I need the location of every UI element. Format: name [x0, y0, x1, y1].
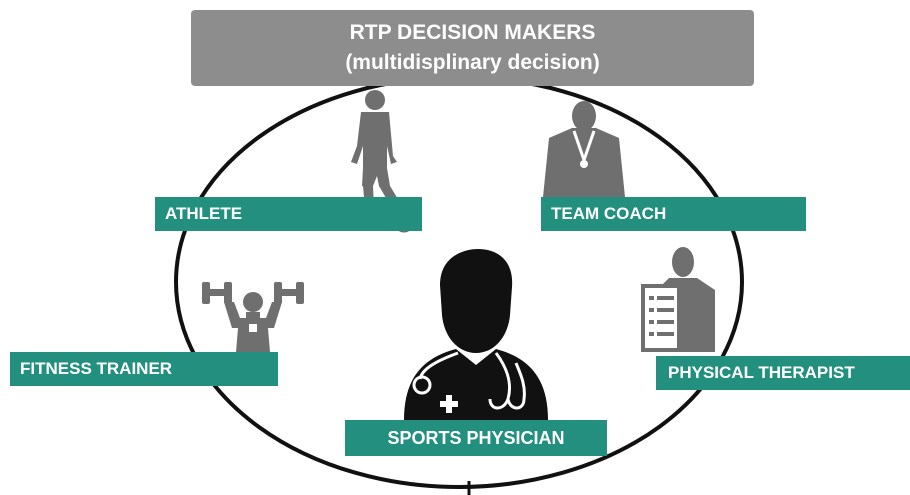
sports-physician-label: SPORTS PHYSICIAN — [345, 420, 607, 456]
fitness-trainer-icon — [202, 282, 304, 352]
athlete-label: ATHLETE — [155, 197, 422, 231]
physical-therapist-icon — [641, 247, 715, 352]
team-coach-icon — [543, 101, 625, 197]
fitness-trainer-label: FITNESS TRAINER — [10, 352, 278, 386]
header-title: RTP DECISION MAKERS — [349, 21, 596, 44]
sports-physician-icon — [404, 249, 548, 420]
header-subtitle: (multidisplinary decision) — [345, 51, 600, 74]
header-box: RTP DECISION MAKERS (multidisplinary dec… — [191, 10, 754, 86]
physical-therapist-label: PHYSICAL THERAPIST — [656, 356, 910, 390]
team-coach-label: TEAM COACH — [541, 197, 806, 231]
